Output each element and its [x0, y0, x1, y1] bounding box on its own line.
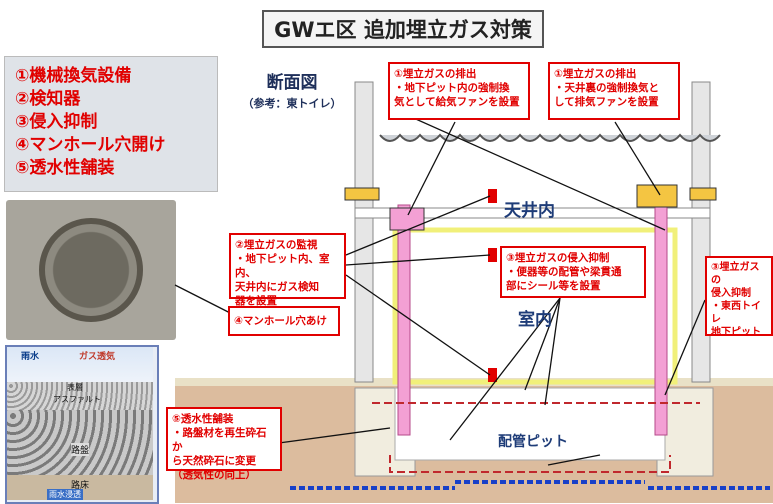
- callout-waterproof: ③埋立ガスの 侵入抑制 ・東西トイレ 地下ピットの み塗膜防水 塗布: [705, 256, 773, 336]
- section-subtitle: （参考：東トイレ）: [242, 97, 342, 110]
- measure-item: ①機械換気設備: [15, 66, 132, 86]
- label-pipe-pit: 配管ピット: [498, 434, 568, 450]
- section-title: 断面図: [266, 73, 318, 93]
- gas-label: ガス透気: [79, 352, 116, 362]
- subgrade-label: 路床: [71, 481, 90, 491]
- rain-label: 雨水: [21, 352, 40, 362]
- label-interior: 室内: [518, 310, 552, 330]
- measure-item: ⑤透水性舗装: [15, 158, 115, 178]
- manhole-photo: [6, 200, 176, 340]
- callout-manhole: ④マンホール穴あけ: [228, 306, 340, 336]
- surface-label: 表層: [67, 383, 83, 392]
- measure-item: ②検知器: [15, 89, 81, 109]
- base-label: 路盤: [71, 443, 90, 456]
- callout-paving: ⑤透水性舗装 ・路盤材を再生砕石か ら天然砕石に変更 （透気性の向上）: [166, 407, 282, 481]
- callout-monitor: ②埋立ガスの監視 ・地下ピット内、室内、 天井内にガス検知 器を設置: [229, 233, 346, 307]
- asphalt-label: アスファルト: [53, 395, 101, 404]
- page-title: GWエ区 追加埋立ガス対策: [262, 10, 544, 48]
- infiltration-label: 雨水浸透: [47, 489, 83, 500]
- measure-item: ④マンホール穴開け: [15, 135, 166, 155]
- callout-seal: ③埋立ガスの侵入抑制 ・便器等の配管や梁貫通 部にシール等を設置: [500, 246, 646, 298]
- section-label: 断面図 （参考：東トイレ）: [228, 68, 356, 111]
- label-ceiling: 天井内: [504, 201, 555, 221]
- callout-exhaust-ceiling: ①埋立ガスの排出 ・天井裏の強制換気と して排気ファンを設置: [548, 62, 680, 120]
- measures-list: ①機械換気設備 ②検知器 ③侵入抑制 ④マンホール穴開け ⑤透水性舗装: [4, 56, 218, 192]
- paving-inset: 雨水 ガス透気 表層 アスファルト 路盤 路床 雨水浸透: [5, 345, 159, 504]
- measure-item: ③侵入抑制: [15, 112, 98, 132]
- callout-exhaust-supply: ①埋立ガスの排出 ・地下ピット内の強制換 気として給気ファンを設置: [388, 62, 530, 120]
